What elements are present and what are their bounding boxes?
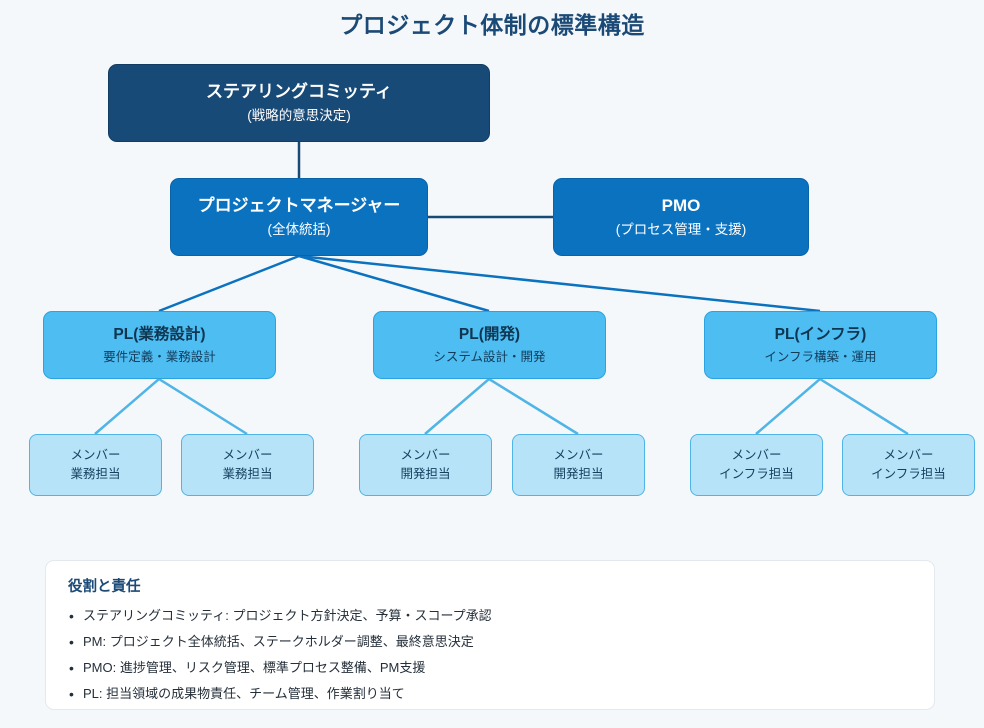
node-pmo[interactable]: PMO (プロセス管理・支援) [553,178,809,256]
node-subtitle: 業務担当 [222,467,273,482]
node-title: メンバー [731,447,782,462]
node-subtitle: システム設計・開発 [433,349,546,364]
node-title: PL(インフラ) [774,326,867,344]
node-subtitle: 開発担当 [400,467,451,482]
node-project-manager[interactable]: プロジェクトマネージャー (全体統括) [170,178,428,256]
node-subtitle: 業務担当 [70,467,121,482]
node-member-business-2[interactable]: メンバー 業務担当 [181,434,314,496]
node-subtitle: インフラ構築・運用 [764,349,877,364]
node-member-development-1[interactable]: メンバー 開発担当 [359,434,492,496]
node-title: メンバー [553,447,604,462]
node-member-business-1[interactable]: メンバー 業務担当 [29,434,162,496]
node-subtitle: (全体統括) [267,222,331,238]
node-title: メンバー [883,447,934,462]
node-pl-development[interactable]: PL(開発) システム設計・開発 [373,311,606,379]
node-member-development-2[interactable]: メンバー 開発担当 [512,434,645,496]
node-subtitle: インフラ担当 [871,467,946,482]
node-subtitle: 開発担当 [553,467,604,482]
node-title: プロジェクトマネージャー [197,196,401,216]
edge-pl-biz-to-member-2 [158,377,248,436]
edge-pm-to-pl-dev [298,254,490,313]
list-item: PL: 担当領域の成果物責任、チーム管理、作業割り当て [68,684,912,704]
node-title: PMO [661,196,701,216]
node-title: メンバー [222,447,273,462]
edge-pl-infra-to-member-1 [755,378,821,435]
edge-pm-to-pl-infra [298,254,821,313]
edge-pm-to-pl-biz [158,254,300,313]
node-steering-committee[interactable]: ステアリングコミッティ (戦略的意思決定) [108,64,490,142]
node-title: メンバー [70,447,121,462]
node-pl-business-design[interactable]: PL(業務設計) 要件定義・業務設計 [43,311,276,379]
list-item: PM: プロジェクト全体統括、ステークホルダー調整、最終意思決定 [68,632,912,652]
edge-pl-infra-to-member-2 [819,377,909,436]
node-pl-infrastructure[interactable]: PL(インフラ) インフラ構築・運用 [704,311,937,379]
node-subtitle: インフラ担当 [719,467,794,482]
list-item: PMO: 進捗管理、リスク管理、標準プロセス整備、PM支援 [68,658,912,678]
node-member-infrastructure-1[interactable]: メンバー インフラ担当 [690,434,823,496]
node-title: ステアリングコミッティ [206,82,392,102]
list-item: ステアリングコミッティ: プロジェクト方針決定、予算・スコープ承認 [68,606,912,626]
node-title: PL(業務設計) [113,326,206,344]
node-subtitle: (プロセス管理・支援) [615,222,747,238]
legend-list: ステアリングコミッティ: プロジェクト方針決定、予算・スコープ承認 PM: プロ… [68,606,912,704]
legend-title: 役割と責任 [68,579,141,595]
node-subtitle: (戦略的意思決定) [247,108,351,124]
edge-pl-biz-to-member-1 [94,378,160,435]
page-title: プロジェクト体制の標準構造 [339,12,645,38]
node-subtitle: 要件定義・業務設計 [103,349,216,364]
edge-pl-dev-to-member-1 [424,378,490,435]
node-title: メンバー [400,447,451,462]
node-member-infrastructure-2[interactable]: メンバー インフラ担当 [842,434,975,496]
node-title: PL(開発) [458,326,521,344]
edge-pl-dev-to-member-2 [488,377,579,436]
roles-and-responsibilities-card: 役割と責任 ステアリングコミッティ: プロジェクト方針決定、予算・スコープ承認 … [45,560,935,710]
